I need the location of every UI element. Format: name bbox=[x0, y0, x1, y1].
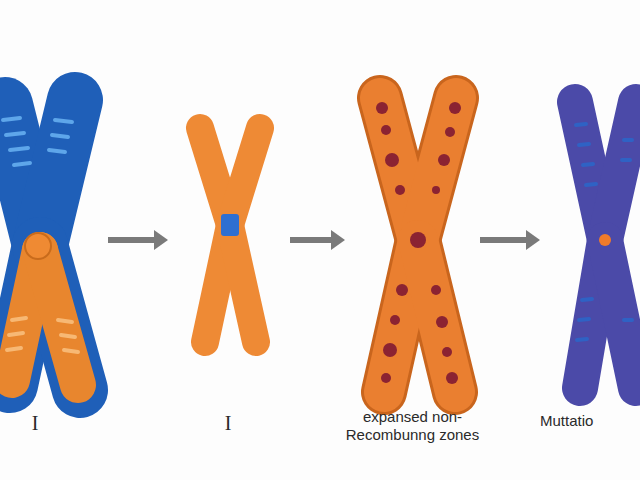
chromosome-dotted bbox=[376, 98, 461, 392]
flow-arrow bbox=[290, 230, 345, 250]
flow-arrow bbox=[480, 230, 540, 250]
chromosome-node: I bbox=[0, 70, 108, 440]
chromosome-purple bbox=[575, 102, 636, 388]
stage-label: expansed non- Recombunng zones bbox=[345, 408, 480, 444]
chromosome-node: I bbox=[168, 90, 290, 440]
chromosome-orange bbox=[200, 128, 260, 342]
stage-label: Muttatio bbox=[540, 412, 640, 430]
chromosome-node: Muttatio bbox=[540, 70, 640, 440]
flow-arrow bbox=[108, 230, 168, 250]
chromosome-node: expansed non- Recombunng zones bbox=[345, 70, 480, 460]
chromosome-blue-orange bbox=[3, 100, 80, 390]
